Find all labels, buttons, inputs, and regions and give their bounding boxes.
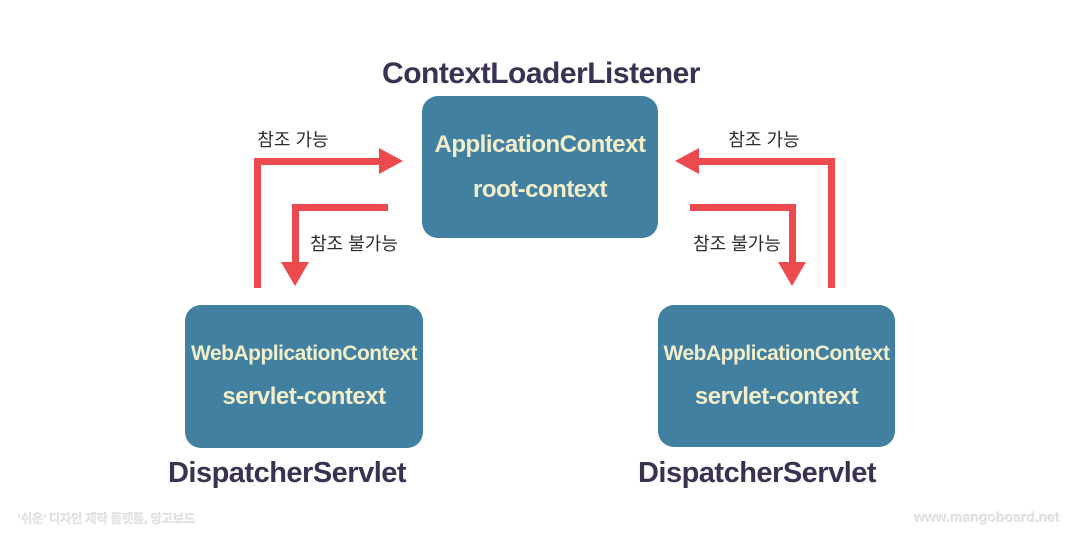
- arrow-label-left-up: 참조 가능: [257, 130, 329, 150]
- diagram-title: ContextLoaderListener: [382, 57, 700, 90]
- root-context-box: ApplicationContext root-context: [422, 96, 658, 238]
- arrow-right-up-arrowhead-left-icon: [675, 148, 699, 174]
- arrow-left-up-arrowhead-right-icon: [379, 148, 403, 174]
- arrow-left-up-horizontal-line: [254, 158, 379, 165]
- watermark-mangoboard-url: www.mangoboard.net: [914, 509, 1060, 525]
- dispatcher-servlet-caption-right: DispatcherServlet: [637, 457, 877, 489]
- arrow-left-down-vertical-line: [292, 204, 299, 262]
- arrow-left-down-arrowhead-down-icon: [281, 262, 309, 286]
- servlet-context-box-left-line2: servlet-context: [222, 383, 386, 410]
- servlet-context-box-right-line1: WebApplicationContext: [663, 341, 890, 365]
- arrow-left-down-horizontal-line: [292, 204, 388, 211]
- arrow-right-down-arrowhead-down-icon: [778, 262, 806, 286]
- arrow-right-down-horizontal-line: [690, 204, 796, 211]
- servlet-context-box-right: WebApplicationContext servlet-context: [658, 305, 895, 447]
- servlet-context-box-right-line2: servlet-context: [694, 382, 859, 410]
- servlet-context-box-left: WebApplicationContext servlet-context: [185, 305, 423, 448]
- arrow-label-right-down: 참조 불가능: [693, 234, 781, 254]
- root-context-box-line1: ApplicationContext: [434, 130, 647, 158]
- servlet-context-box-left-line1: WebApplicationContext: [191, 342, 417, 365]
- arrow-right-up-vertical-line: [828, 158, 835, 288]
- dispatcher-servlet-caption-left: DispatcherServlet: [167, 457, 407, 489]
- root-context-box-line2: root-context: [473, 175, 608, 203]
- arrow-right-down-vertical-line: [789, 204, 796, 262]
- watermark-mangoboard-tagline: ‘쉬운’ 디자인 제작 플랫폼, 망고보드: [18, 512, 196, 526]
- arrow-left-up-vertical-line: [254, 158, 261, 288]
- arrow-label-right-up: 참조 가능: [728, 130, 800, 150]
- arrow-right-up-horizontal-line: [699, 158, 835, 165]
- arrow-label-left-down: 참조 불가능: [310, 234, 398, 254]
